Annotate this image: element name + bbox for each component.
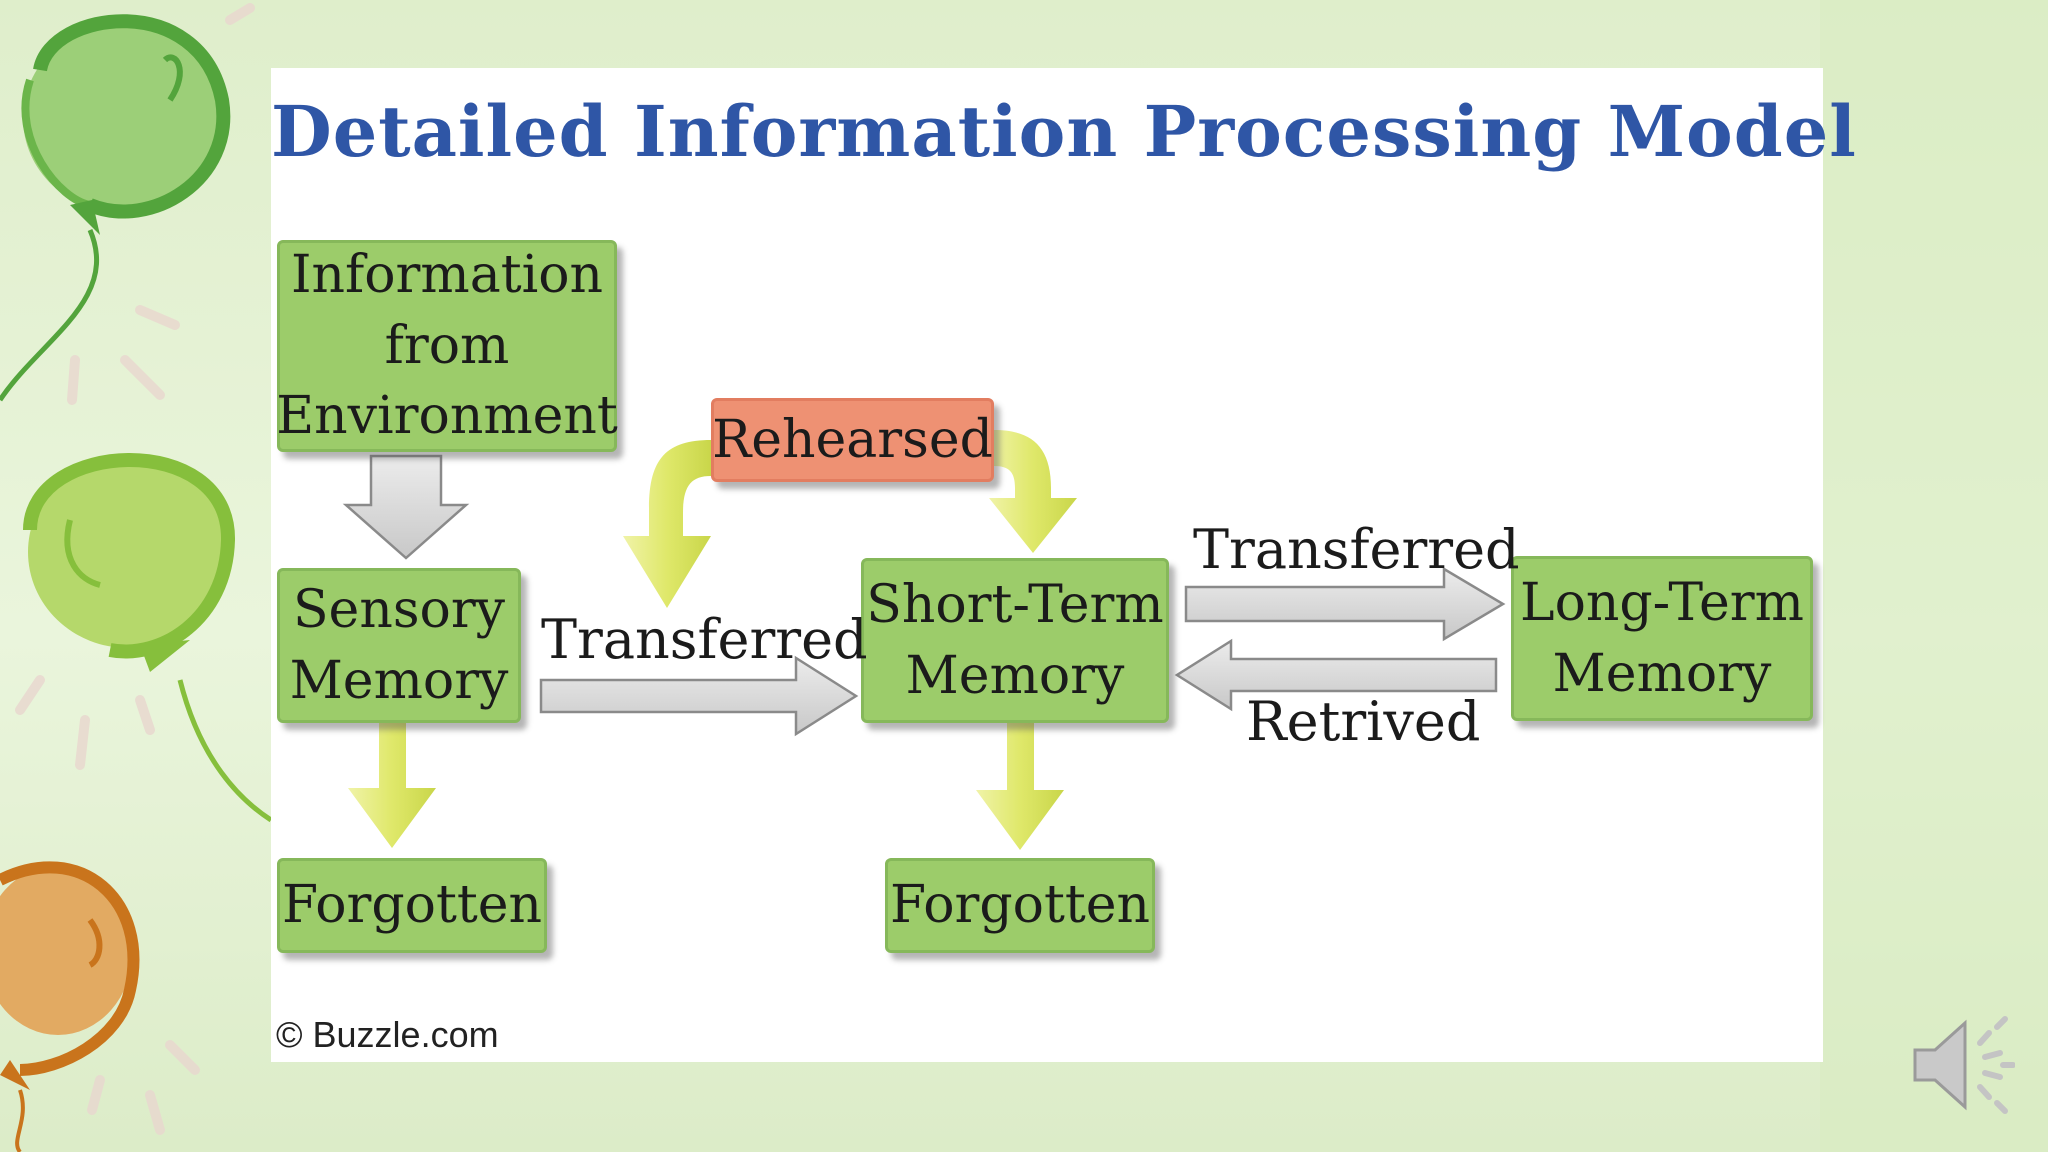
arrow-rehearsed-right-loop: [989, 430, 1077, 553]
label-transferred-sensory-to-short: Transferred: [541, 608, 868, 671]
label-transferred-short-to-long: Transferred: [1193, 518, 1520, 581]
speaker-icon[interactable]: [1905, 1015, 2015, 1115]
copyright-credit: © Buzzle.com: [276, 1014, 499, 1055]
arrow-sensory-to-short-term: [539, 655, 859, 737]
node-sensory-memory: Sensory Memory: [277, 568, 521, 723]
node-forgotten-short-term: Forgotten: [885, 858, 1155, 953]
diagram-slide: Detailed Information Processing Model: [271, 68, 1857, 1062]
node-long-term-memory: Long-Term Memory: [1511, 556, 1813, 721]
arrow-short-term-to-long-term: [1184, 566, 1506, 642]
diagram-arrows: [342, 430, 1506, 850]
node-short-term-memory: Short-Term Memory: [861, 558, 1169, 723]
green-balloon-middle: [23, 453, 273, 823]
orange-balloon-bottom: [0, 861, 140, 1152]
label-retrived-long-to-short: Retrived: [1246, 690, 1481, 753]
arrow-environment-to-sensory: [342, 454, 470, 560]
arrow-sensory-to-forgotten: [348, 723, 436, 848]
arrow-long-term-to-short-term: [1174, 638, 1498, 712]
diagram-title: Detailed Information Processing Model: [271, 90, 1857, 173]
arrow-rehearsed-left-loop: [623, 440, 711, 608]
node-forgotten-sensory: Forgotten: [277, 858, 547, 953]
node-information-from-environment: Information from Environment: [276, 240, 618, 452]
node-rehearsed: Rehearsed: [711, 398, 994, 482]
green-balloon-top: [0, 14, 231, 402]
arrow-short-term-to-forgotten: [976, 723, 1064, 850]
